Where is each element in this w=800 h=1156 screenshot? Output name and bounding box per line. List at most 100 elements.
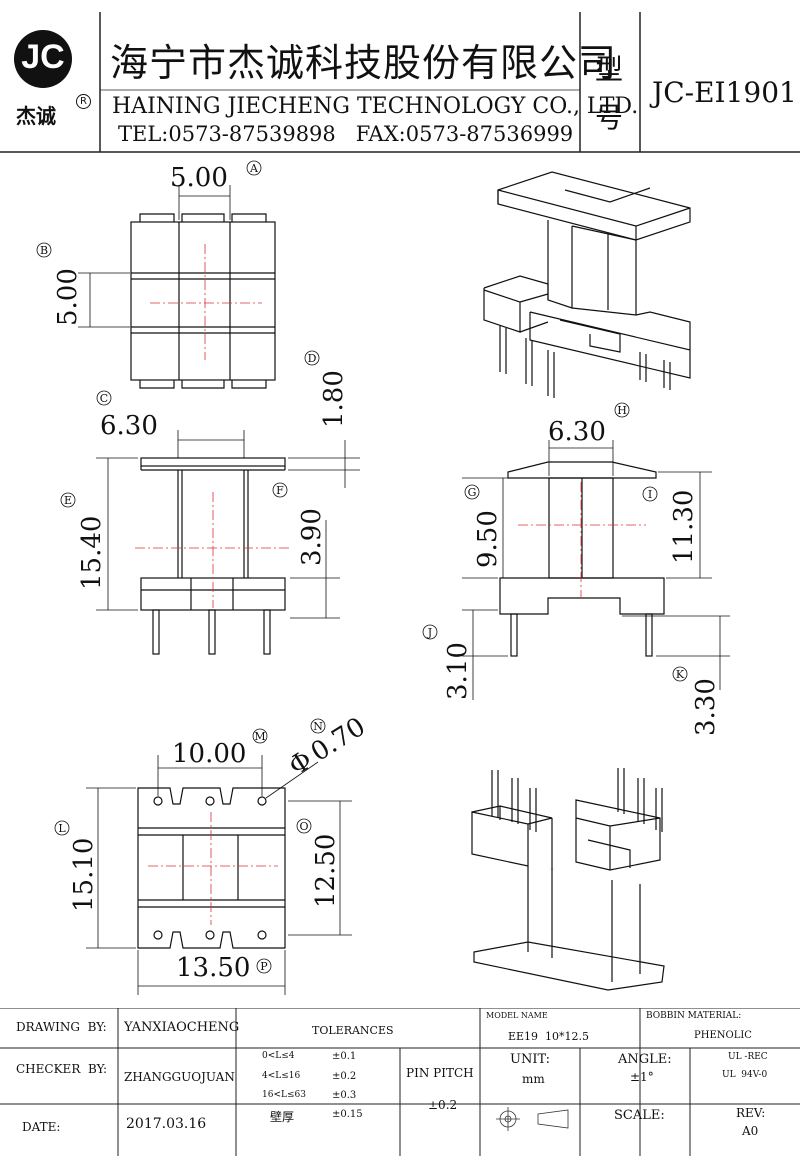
ul-line2: UL 94V-0 [722, 1070, 768, 1080]
dim-d-value: 1.80 [319, 370, 349, 428]
pin-pitch-label: PIN PITCH [406, 1066, 474, 1080]
dim-a-value: 5.00 [170, 163, 228, 193]
dim-g-value: 9.50 [473, 510, 503, 568]
svg-text:P: P [260, 960, 268, 973]
svg-text:A: A [249, 162, 259, 175]
svg-text:B: B [40, 244, 48, 257]
svg-text:E: E [64, 494, 72, 507]
projection-symbol-icon [496, 1107, 569, 1131]
company-name-cn: 海宁市杰诚科技股份有限公司 [110, 41, 618, 85]
company-contact: TEL:0573-87539898 FAX:0573-87536999 [118, 122, 574, 146]
unit-label: UNIT: [510, 1052, 551, 1067]
model-number: JC-EI1901 [652, 76, 797, 109]
model-name-value: EE19 10*12.5 [508, 1030, 590, 1043]
tag-n: N [310, 718, 326, 734]
dim-i-value: 11.30 [669, 490, 699, 564]
registered-mark: R [76, 94, 91, 109]
logo-name: 杰诚 [16, 104, 56, 128]
date-label: DATE: [22, 1120, 61, 1134]
tag-a: A [246, 160, 262, 176]
center-lines [135, 244, 646, 925]
model-label-bottom: 号 [595, 101, 624, 134]
tol-4-range: 壁厚 [270, 1110, 295, 1124]
svg-text:C: C [100, 392, 108, 405]
top-view [130, 213, 276, 389]
unit-value: mm [522, 1072, 545, 1086]
dim-b-value: 5.00 [53, 268, 83, 326]
bobbin-material-label: BOBBIN MATERIAL: [646, 1011, 742, 1021]
dim-m-value: 10.00 [172, 739, 246, 769]
bottom-view [137, 787, 286, 949]
company-logo: JC 杰诚 R [10, 30, 91, 140]
title-block-grid [0, 1008, 800, 1156]
tag-b: B [36, 242, 52, 258]
svg-text:O: O [299, 820, 308, 833]
angle-label: ANGLE: [618, 1052, 672, 1067]
tolerances-label: TOLERANCES [312, 1024, 394, 1037]
dim-j-value: 3.10 [443, 642, 473, 700]
tag-e: E [60, 492, 76, 508]
tag-l: L [54, 820, 70, 836]
svg-text:I: I [648, 488, 652, 501]
drawing-by-value: YANXIAOCHENG [124, 1020, 240, 1035]
svg-text:L: L [58, 822, 66, 835]
date-value: 2017.03.16 [126, 1116, 207, 1132]
ul-line1: UL -REC [728, 1052, 768, 1062]
pin-pitch-value: ±0.2 [428, 1098, 458, 1112]
dim-p-value: 13.50 [176, 953, 250, 983]
side-view [499, 461, 665, 657]
tag-p: P [256, 958, 272, 974]
logo-circle [14, 30, 72, 88]
header: JC 杰诚 R 海宁市杰诚科技股份有限公司 HAINING JIECHENG T… [0, 0, 800, 155]
bobbin-material-value: PHENOLIC [694, 1030, 752, 1041]
svg-text:F: F [276, 484, 284, 497]
svg-text:N: N [313, 720, 323, 733]
svg-text:G: G [468, 486, 477, 499]
header-frame [0, 12, 800, 153]
tol-3-range: 16<L≤63 [262, 1090, 306, 1100]
dim-e-value: 15.40 [77, 516, 107, 590]
model-name-label: MODEL NAME [486, 1011, 548, 1020]
svg-text:H: H [617, 404, 627, 417]
tag-m: M [252, 728, 268, 744]
tol-4-value: ±0.15 [332, 1109, 363, 1120]
tag-j: J [422, 624, 438, 640]
dim-o-value: 12.50 [311, 834, 341, 908]
scale-label: SCALE: [614, 1108, 665, 1123]
model-label-top: 型 [595, 53, 624, 86]
tol-3-value: ±0.3 [332, 1090, 357, 1101]
rev-value: A0 [742, 1124, 759, 1138]
drawing-area: 5.00 5.00 6.30 1.80 15.40 3.90 6.30 9.50… [36, 160, 730, 995]
logo-letters: JC [21, 38, 65, 76]
svg-text:K: K [676, 668, 685, 681]
checker-by-value: ZHANGGUOJUAN [124, 1070, 235, 1084]
svg-text:J: J [427, 626, 432, 639]
tag-h: H [614, 402, 630, 418]
tag-c: C [96, 390, 112, 406]
rev-label: REV: [736, 1106, 766, 1120]
dim-l-value: 15.10 [69, 838, 99, 912]
tag-d: D [304, 350, 320, 366]
tag-g: G [464, 484, 480, 500]
company-name-en: HAINING JIECHENG TECHNOLOGY CO., LTD. [112, 94, 639, 119]
dim-h-value: 6.30 [548, 417, 606, 447]
isometric-view-top [483, 171, 691, 398]
checker-by-label: CHECKER BY: [16, 1062, 108, 1076]
tag-f: F [272, 482, 288, 498]
svg-text:D: D [308, 352, 317, 365]
dim-f-value: 3.90 [297, 508, 327, 566]
tol-1-range: 0<L≤4 [262, 1051, 295, 1061]
tag-i: I [642, 486, 658, 502]
dimension-lines [78, 185, 730, 995]
dim-c-value: 6.30 [100, 411, 158, 441]
title-block: DRAWING BY: YANXIAOCHENG TOLERANCES MODE… [0, 1008, 800, 1156]
drawing-by-label: DRAWING BY: [16, 1020, 107, 1034]
angle-value: ±1° [630, 1070, 654, 1084]
tol-2-value: ±0.2 [332, 1071, 357, 1082]
tag-k: K [672, 666, 688, 682]
dim-k-value: 3.30 [691, 678, 721, 736]
svg-text:M: M [254, 730, 265, 743]
isometric-view-bottom [471, 768, 665, 991]
tag-o: O [296, 818, 312, 834]
tol-2-range: 4<L≤16 [262, 1071, 301, 1081]
